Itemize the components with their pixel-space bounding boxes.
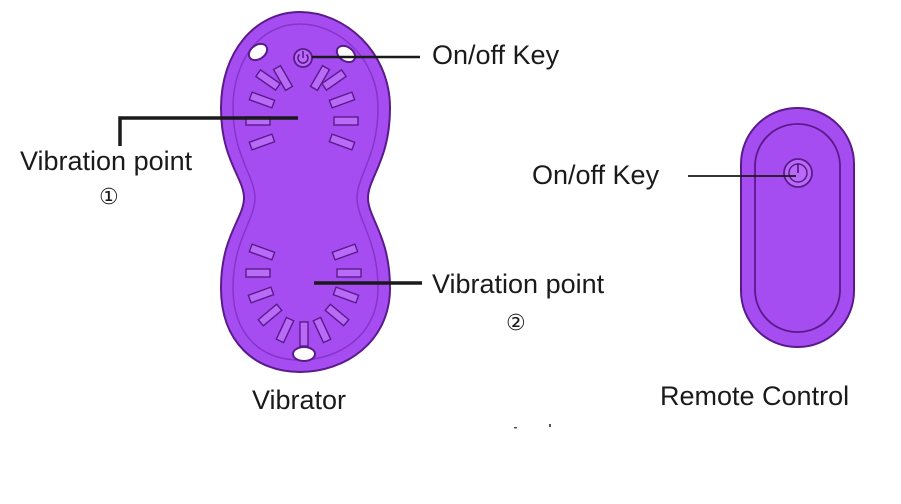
vibrator-power-icon [293, 48, 313, 68]
leader-lines [118, 55, 796, 285]
vibrator-onoff-label: On/off Key [432, 40, 560, 70]
remote-onoff-label: On/off Key [532, 160, 660, 190]
vibration-point-2-number: ② [506, 310, 526, 335]
remote-name-label: Remote Control [660, 381, 850, 411]
remote-body [740, 107, 855, 348]
vibrator-lower-ribs [245, 243, 362, 347]
stray-marks [514, 424, 551, 429]
remote-inner-rim [754, 123, 841, 333]
vibrator-upper-ribs [245, 64, 359, 151]
vibrator-device [219, 10, 392, 374]
vibrator-top-left-hole [247, 42, 269, 62]
remote-power-icon [783, 158, 813, 188]
vibration-point-1-label: Vibration point [20, 146, 193, 176]
vibration-point-1-number: ① [99, 184, 119, 209]
vibration-point-2-label: Vibration point [432, 269, 605, 299]
leader-vibration-point-1 [118, 116, 298, 146]
vibrator-name-label: Vibrator [252, 385, 347, 415]
remote-control-device [740, 107, 855, 348]
vibrator-bottom-hole [292, 346, 316, 362]
